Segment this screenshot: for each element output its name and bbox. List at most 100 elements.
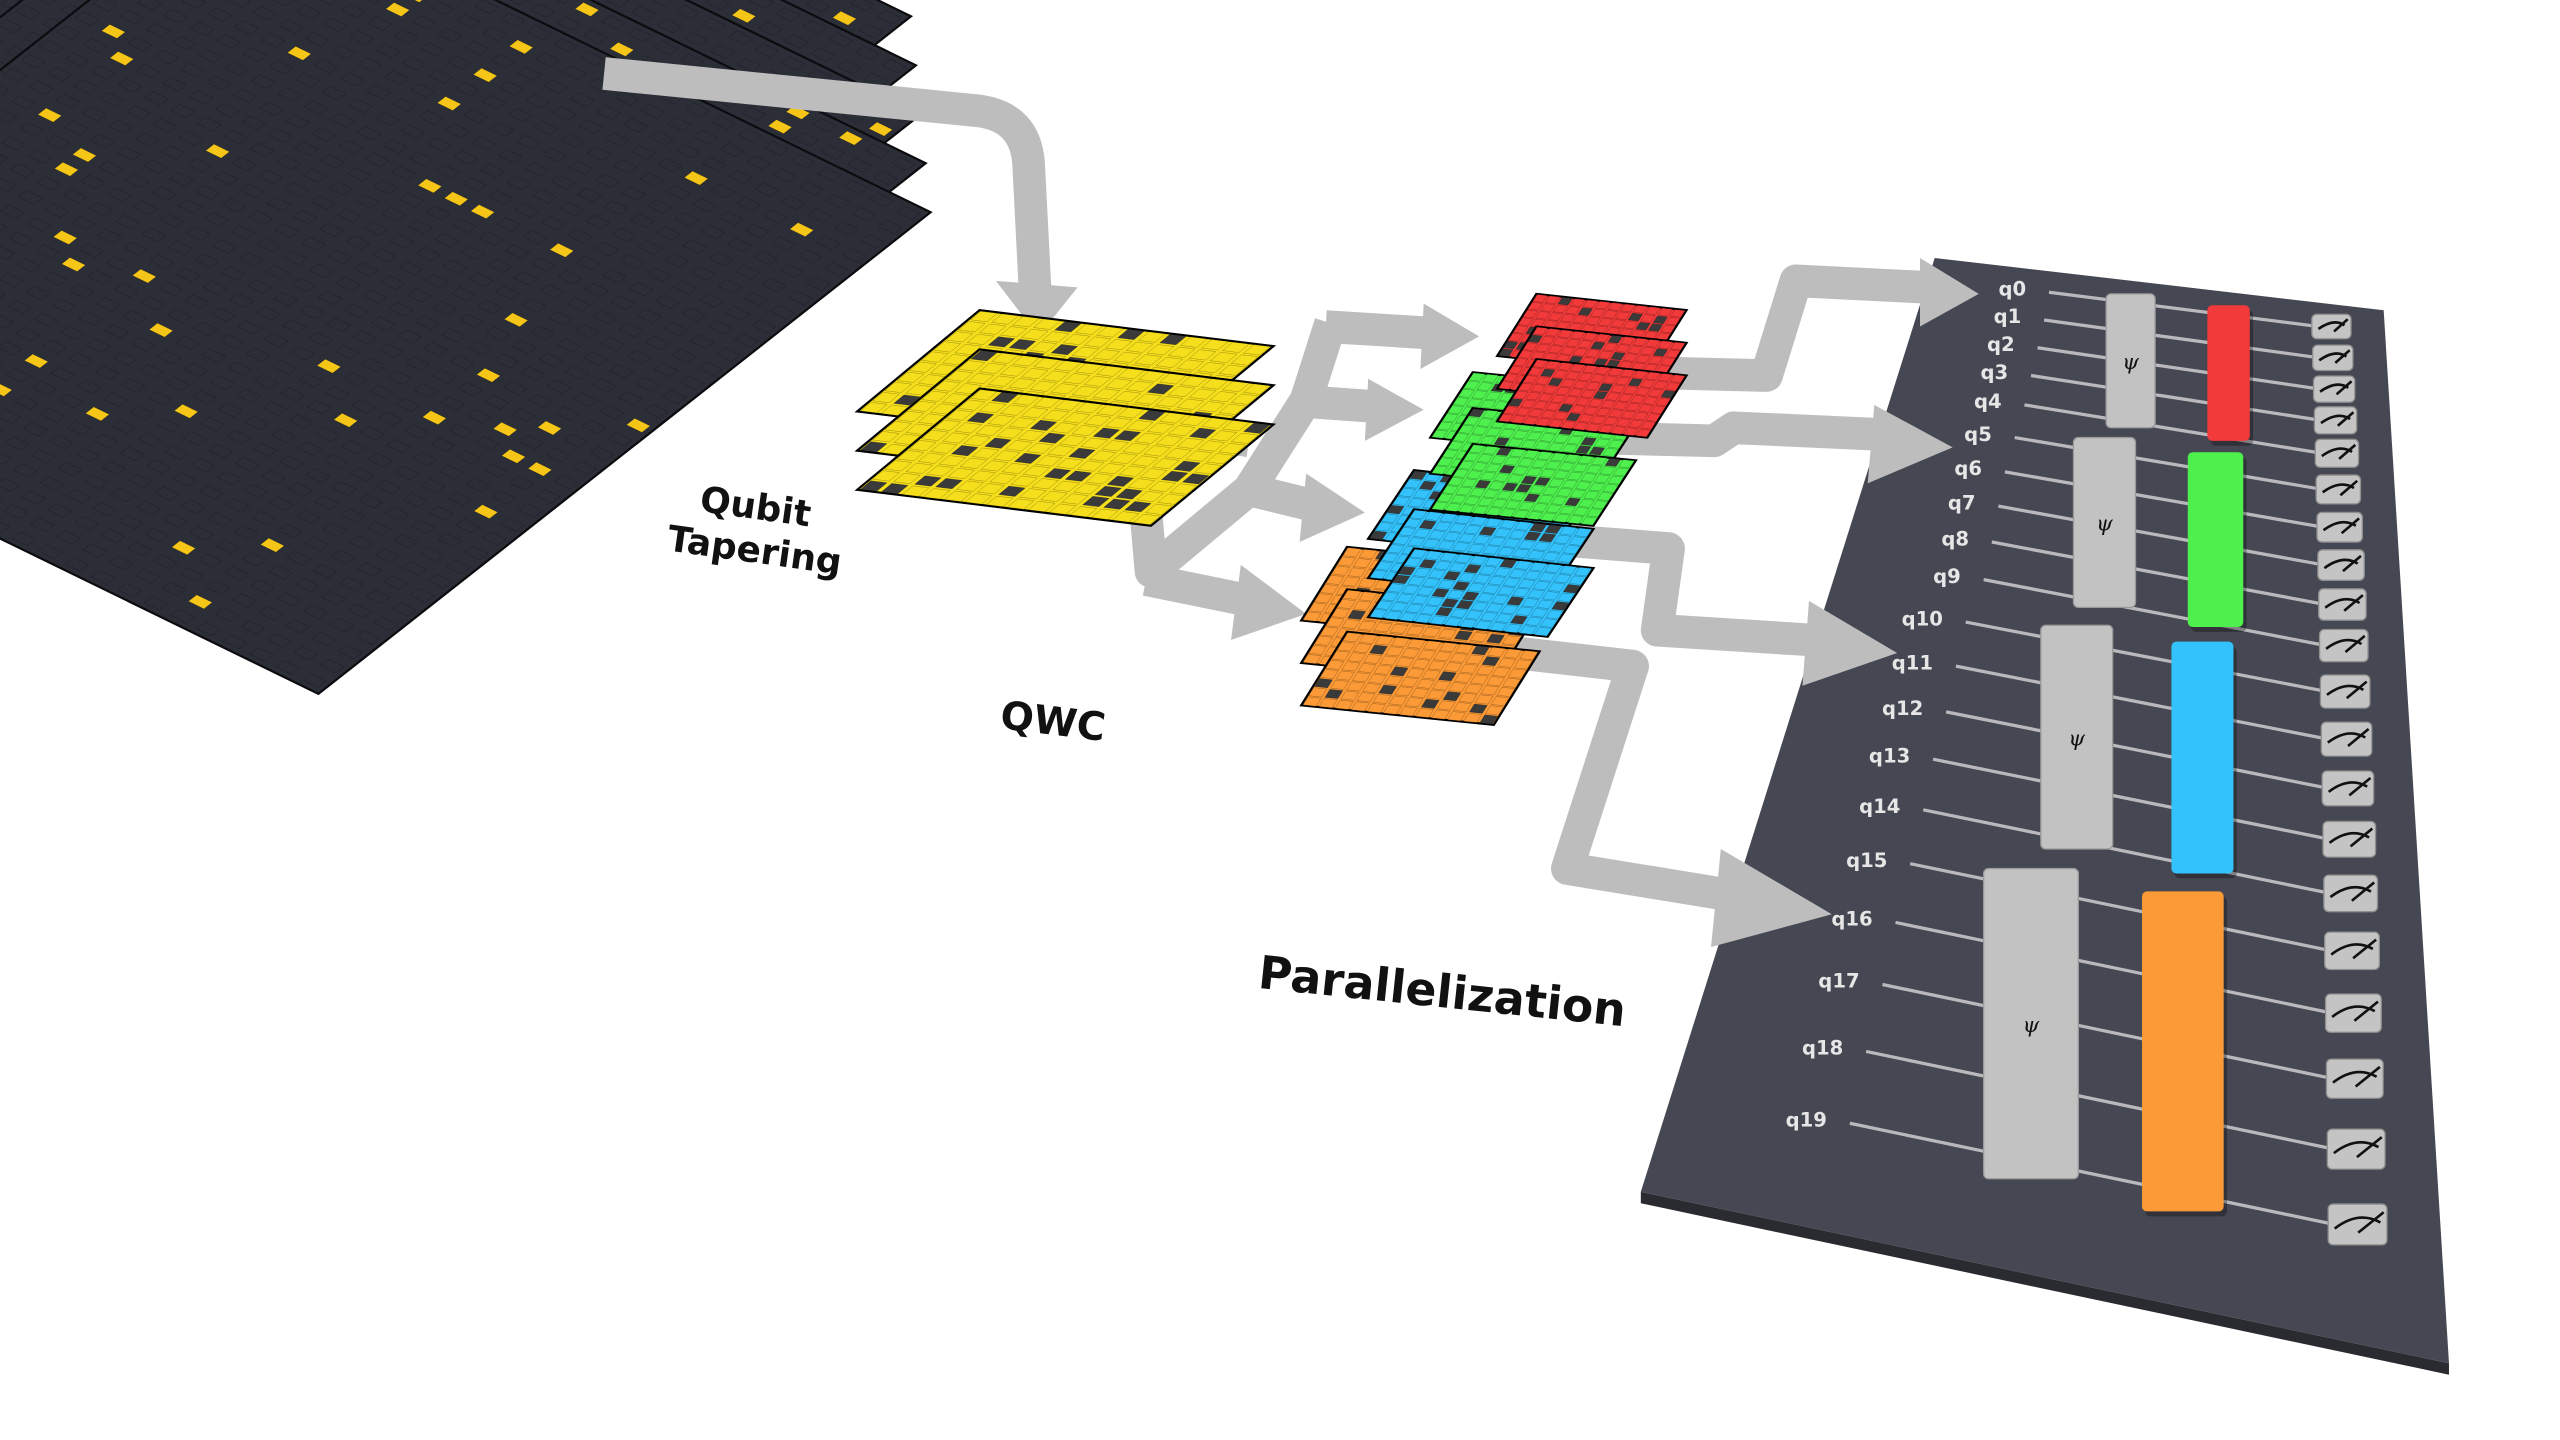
qubit-wire [2024,403,2323,455]
measurement-basis-gate-1 [2207,305,2250,441]
arrow-to-tapering [602,57,1052,292]
board-side [1640,1191,2449,1375]
qubit-label: q5 [1964,423,1992,446]
qubit-label: q7 [1948,491,1976,514]
meter-icon [2317,549,2365,581]
meter-icon [2326,1128,2386,1170]
qubit-wire [2004,470,2324,529]
tile-layer [0,0,931,694]
state-prep-gate: ψ [2105,293,2156,429]
meter-icon [2313,406,2358,435]
meter-icon [2318,628,2369,663]
arrow-head-icon [1364,378,1424,441]
meter-icon [2324,993,2382,1033]
qubit-label: q12 [1882,697,1923,720]
arrow-head-icon [1711,848,1832,947]
qubit-label: q16 [1831,908,1872,931]
psi-symbol: ψ [2068,726,2085,751]
tapered-stack [857,310,1273,526]
qubit-wire [2014,435,2323,492]
qubit-label: q19 [1786,1109,1827,1132]
arrow-head-icon [1420,303,1480,369]
meter-icon [2322,820,2377,858]
measurement-basis-gate-4 [2142,891,2224,1212]
tile-layer [1368,549,1593,637]
qubit-wires: q0q1q2q3q4q5q6q7q8q9q10q11q12q13q14q15q1… [1786,278,2388,1246]
qubit-wire [1991,540,2326,607]
arrow-head-icon [1299,473,1365,543]
qubit-label: q17 [1818,970,1859,993]
arrow-red-to-circuit [1632,264,1928,392]
qubit-wire [2037,346,2321,391]
qubit-wire [1932,757,2330,841]
qubit-label: q15 [1846,849,1887,872]
gates: ψ ψ ψ ψ [1983,293,2254,1217]
qubit-label: q18 [1802,1037,1843,1060]
arrow-head-icon [1920,257,1979,327]
arrow-blue-to-circuit [1541,522,1814,657]
qubit-wire [1909,862,2332,953]
qubit-wire [1983,577,2327,648]
meter-icon [2312,375,2356,403]
meter-icon [2320,721,2373,757]
qubit-label: q4 [1974,390,2002,413]
circuit-board: q0q1q2q3q4q5q6q7q8q9q10q11q12q13q14q15q1… [1640,257,2449,1375]
meter-icon [2311,313,2352,340]
arrow-heads [995,280,1480,640]
meter-icon [2325,1058,2384,1099]
qubit-wire [1922,808,2331,896]
state-prep-gate: ψ [2072,436,2137,608]
qubit-wire [1998,504,2325,567]
qubit-label: q14 [1859,795,1900,818]
meter-icon [2314,438,2360,468]
qubit-label: q11 [1892,651,1933,674]
meter-icon [2321,770,2375,807]
arrow-to-red [1324,310,1432,350]
state-prep-gate: ψ [1983,867,2080,1180]
qubit-label: q1 [1994,305,2022,328]
tile-layer [857,389,1273,526]
qubit-label: q2 [1987,333,2015,356]
meter-icon [2312,344,2354,372]
measurement-basis-gate-2 [2187,452,2244,627]
qubit-label: q6 [1954,457,1982,480]
meter-icon [2324,931,2381,971]
arrow-head-icon [1867,404,1953,484]
label-qwc: QWC [998,693,1108,750]
qubit-wire [2043,318,2320,360]
label-qubit-tapering-line2: Tapering [665,519,844,584]
state-prep-gate: ψ [2040,624,2114,850]
qubit-wire [1945,710,2329,791]
meter-icon [2316,511,2364,543]
qubit-label: q3 [1981,361,2009,384]
arrow-green-to-circuit [1583,411,1879,458]
arrow-orange-to-circuit [1487,633,1730,911]
arrow-head-icon [1802,600,1898,686]
psi-symbol: ψ [2096,512,2113,537]
qubit-wire [1955,664,2329,741]
arrow-head-icon [995,280,1078,337]
qubit-wire [2030,373,2322,422]
tile-layer [1301,632,1539,725]
qubit-label: q10 [1902,607,1943,630]
qubit-label: q9 [1933,565,1961,588]
arrow-to-green [1304,385,1376,423]
measurement-basis-gate-3 [2171,641,2234,874]
meter-icon [2315,474,2362,505]
arrow-head-icon [1231,564,1307,640]
qubit-wire [1895,920,2333,1015]
meter-icon [2319,674,2371,709]
qubit-wire [1882,982,2334,1081]
flow-arrows [602,57,1928,911]
meter-icon [2327,1203,2388,1246]
qubit-label: q0 [1998,278,2026,301]
psi-symbol: ψ [2023,1013,2040,1038]
qwc-group-red [1497,294,1686,438]
qubit-wire [2048,290,2319,329]
qubit-wire [1865,1049,2335,1151]
qubit-label: q8 [1941,527,1969,550]
meter-icon [2318,588,2367,621]
arrow-to-orange [1142,563,1254,617]
meter-icon [2323,874,2379,913]
